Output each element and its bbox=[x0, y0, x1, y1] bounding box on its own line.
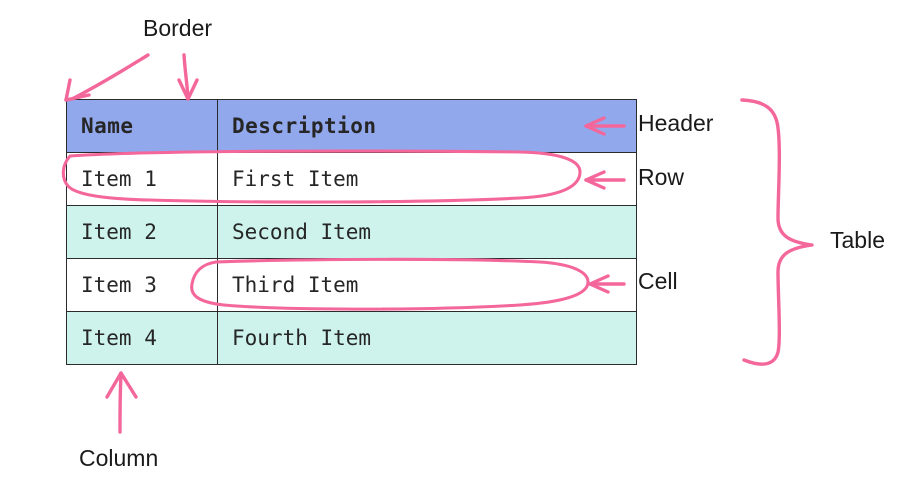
cell-desc-4: Fourth Item bbox=[217, 311, 637, 365]
table-body: Item 1 First Item Item 2 Second Item Ite… bbox=[66, 152, 637, 365]
cell-desc-2: Second Item bbox=[217, 205, 637, 259]
header-cell-name: Name bbox=[66, 99, 218, 153]
table-header: Name Description bbox=[66, 99, 637, 153]
annotation-label-table: Table bbox=[830, 227, 885, 253]
table-row: Item 2 Second Item bbox=[66, 205, 637, 259]
cell-desc-3: Third Item bbox=[217, 258, 637, 312]
cell-name-4: Item 4 bbox=[66, 311, 218, 365]
annotation-label-border: Border bbox=[143, 15, 213, 41]
table-row: Item 4 Fourth Item bbox=[66, 311, 637, 365]
table-brace-icon bbox=[740, 98, 814, 366]
annotation-label-row: Row bbox=[638, 164, 685, 190]
table-row: Item 3 Third Item bbox=[66, 258, 637, 312]
column-arrow-up-icon bbox=[105, 371, 138, 434]
cell-name-3: Item 3 bbox=[66, 258, 218, 312]
table-header-row: Name Description bbox=[66, 99, 637, 153]
annotation-label-header: Header bbox=[638, 110, 714, 136]
anatomy-table: Name Description Item 1 First Item Item … bbox=[66, 99, 637, 365]
cell-name-2: Item 2 bbox=[66, 205, 218, 259]
border-arrow-diagonal-icon bbox=[64, 53, 150, 102]
annotation-label-cell: Cell bbox=[638, 268, 678, 294]
cell-name-1: Item 1 bbox=[66, 152, 218, 206]
table-row: Item 1 First Item bbox=[66, 152, 637, 206]
cell-desc-1: First Item bbox=[217, 152, 637, 206]
annotation-label-column: Column bbox=[79, 445, 159, 471]
border-arrow-vertical-icon bbox=[177, 53, 199, 101]
header-cell-description: Description bbox=[217, 99, 637, 153]
